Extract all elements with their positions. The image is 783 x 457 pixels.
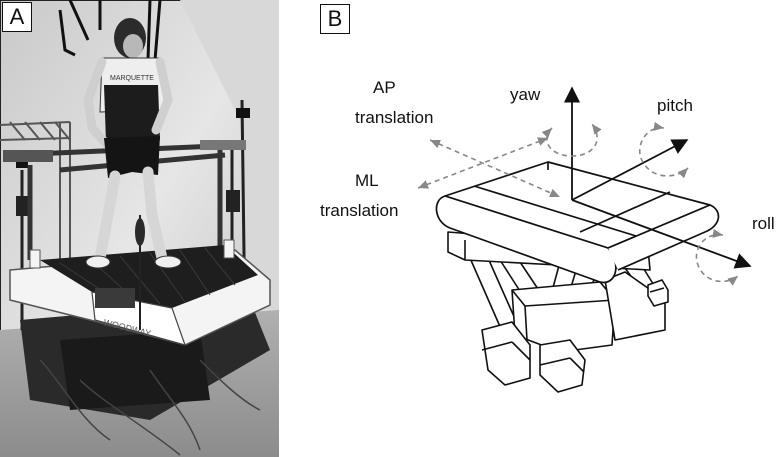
panel-a-label: A <box>2 2 32 32</box>
truss-frame <box>0 121 71 260</box>
ml-label-line1: ML <box>355 171 379 190</box>
hexapod-actuators <box>469 257 669 393</box>
yaw-label: yaw <box>510 85 541 104</box>
diagram-panel: AP translation yaw pitch ML translation … <box>300 0 783 457</box>
treadmill-photo: WOODWAY MARQUETTE <box>0 0 279 457</box>
panel-b-label: B <box>320 4 350 34</box>
roll-rotation-arrow <box>695 229 739 286</box>
harness-straps <box>58 0 162 61</box>
ap-label-line2: translation <box>355 108 433 127</box>
ml-label-line2: translation <box>320 201 398 220</box>
roll-label: roll <box>752 214 775 233</box>
ap-label-line1: AP <box>373 78 396 97</box>
motion-platform-diagram: AP translation yaw pitch ML translation … <box>320 78 775 393</box>
shirt-text: MARQUETTE <box>110 75 154 82</box>
walking-person: MARQUETTE <box>83 18 182 330</box>
yaw-rotation-arrow <box>541 123 602 157</box>
photo-panel: WOODWAY MARQUETTE <box>0 0 279 457</box>
pitch-label: pitch <box>657 96 693 115</box>
